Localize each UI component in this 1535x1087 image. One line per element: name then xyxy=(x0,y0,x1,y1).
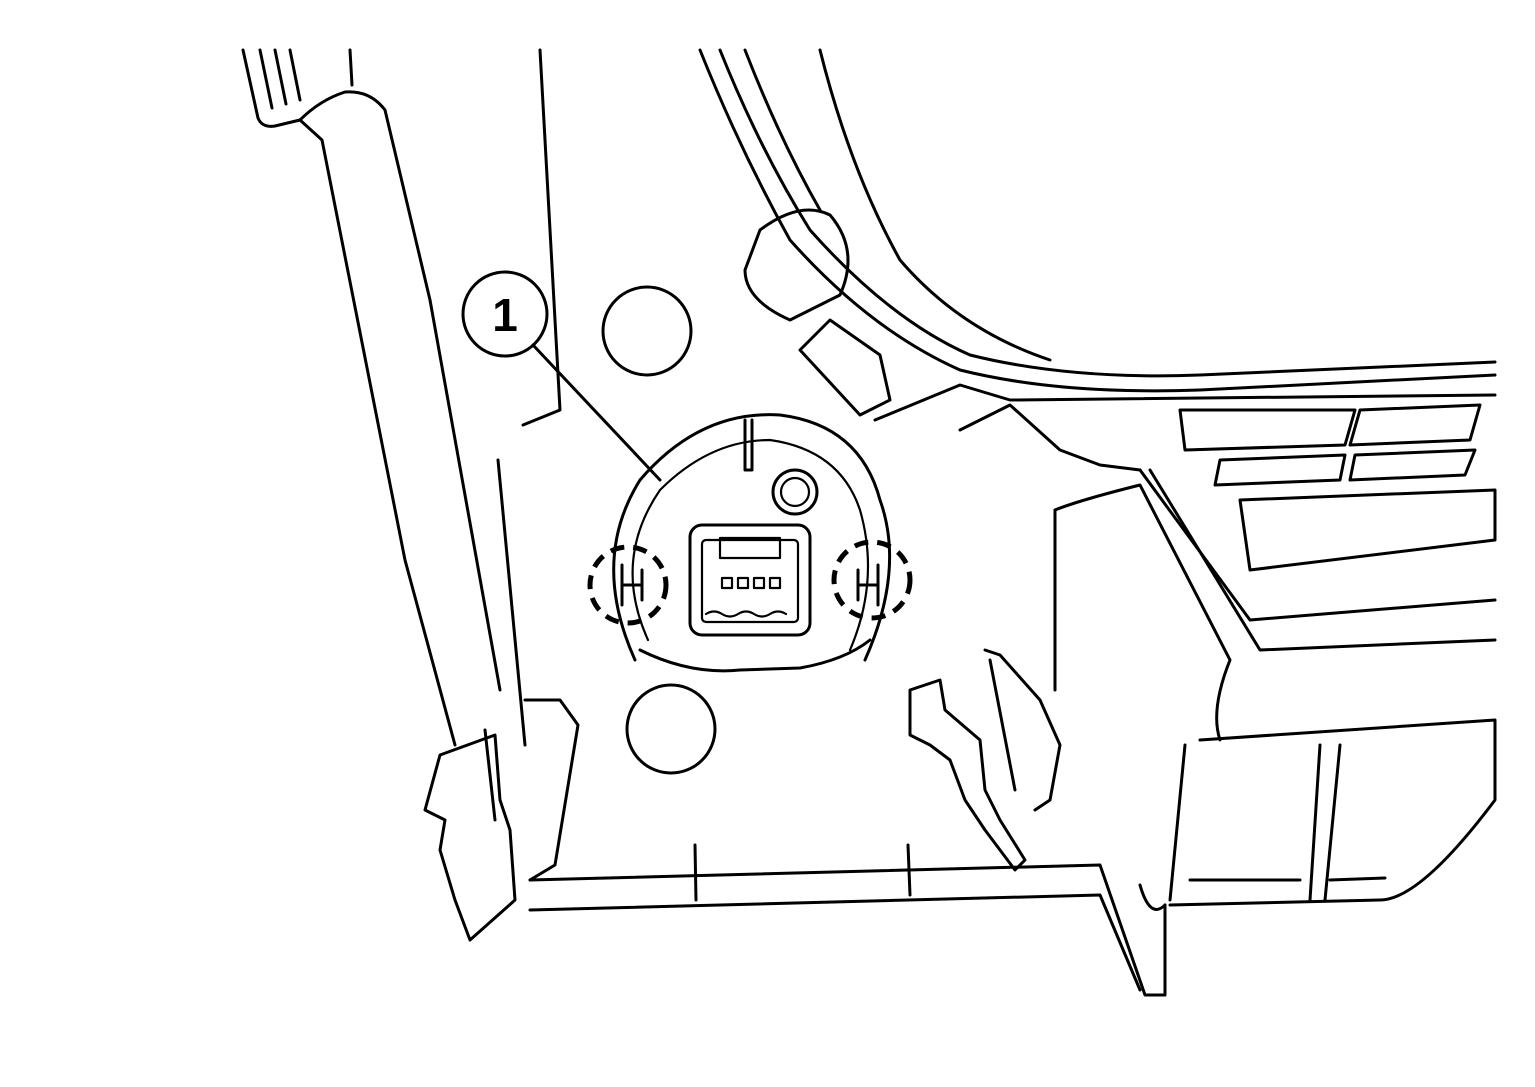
callout-1: 1 xyxy=(461,270,662,482)
vent-grille xyxy=(1053,403,1497,911)
mounting-clip-right xyxy=(908,648,1062,872)
connector-assembly xyxy=(587,413,913,673)
mounting-clip-left xyxy=(423,698,580,942)
left-pillar-trim xyxy=(241,48,562,747)
lock-tab-left xyxy=(587,544,669,626)
round-hole-upper xyxy=(601,285,693,377)
lock-tab-right xyxy=(831,539,913,621)
round-hole-lower xyxy=(625,683,717,775)
bottom-rail xyxy=(528,843,1167,997)
upper-panel xyxy=(698,48,1497,472)
callout-label: 1 xyxy=(492,289,518,341)
